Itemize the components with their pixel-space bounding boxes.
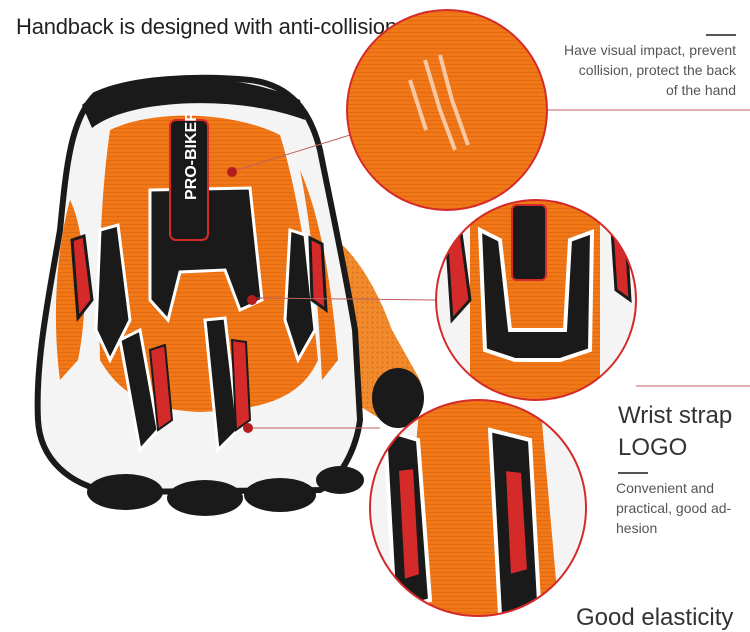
finger-tip: [167, 480, 243, 516]
leader-line: [256, 297, 436, 301]
finger-tip: [316, 466, 364, 494]
callout-dot: [247, 295, 257, 305]
brand-logo: PRO-BIKER: [183, 110, 200, 200]
thumb-tip: [372, 368, 424, 428]
zoom-circle-logo: [435, 199, 637, 401]
wrist-strap-description: Convenient and practical, good ad- hesio…: [616, 478, 746, 538]
finger-tip: [244, 478, 316, 512]
wrist-desc-line: Convenient and: [616, 480, 715, 496]
impact-caption: Have visual impact, prevent collision, p…: [526, 40, 736, 100]
impact-caption-line: Have visual impact, prevent: [564, 42, 736, 58]
brand-logo-badge: [169, 119, 209, 241]
leader-line: [236, 134, 351, 171]
wrist-desc-line: practical, good ad-: [616, 500, 732, 516]
zoom-circle-finger: [369, 399, 587, 617]
finger-tip: [87, 474, 163, 510]
caption-dash: [706, 34, 736, 36]
wrist-strap-title: Wrist strap LOGO: [618, 400, 732, 464]
wrist-desc-line: hesion: [616, 520, 658, 536]
impact-caption-line: of the hand: [665, 82, 736, 98]
zoom-circle-gel: [346, 9, 548, 211]
wrist-strap-title-line: Wrist strap: [618, 402, 733, 429]
caption-dash: [618, 472, 648, 474]
elasticity-title: Good elasticity: [576, 604, 734, 631]
callout-dot: [243, 423, 253, 433]
callout-dot: [227, 167, 237, 177]
wrist-strap-title-line: LOGO: [618, 434, 688, 461]
impact-caption-line: collision, protect the back: [578, 62, 736, 78]
